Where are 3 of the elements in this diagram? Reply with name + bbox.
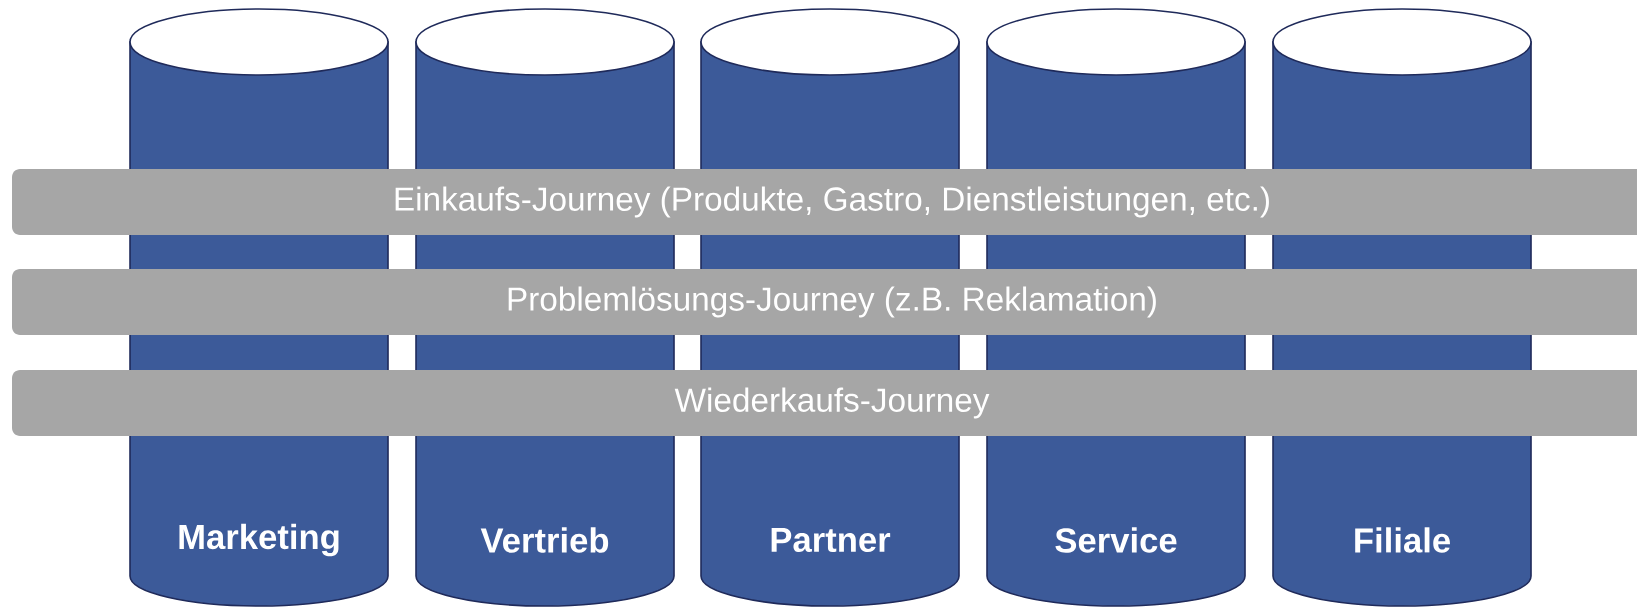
journey-band: Einkaufs-Journey (Produkte, Gastro, Dienstleistungen, etc.) [12, 169, 1637, 235]
journey-band: Problemlösungs-Journey (z.B. Reklamation) [12, 269, 1637, 335]
journey-band: Wiederkaufs-Journey [12, 370, 1637, 436]
